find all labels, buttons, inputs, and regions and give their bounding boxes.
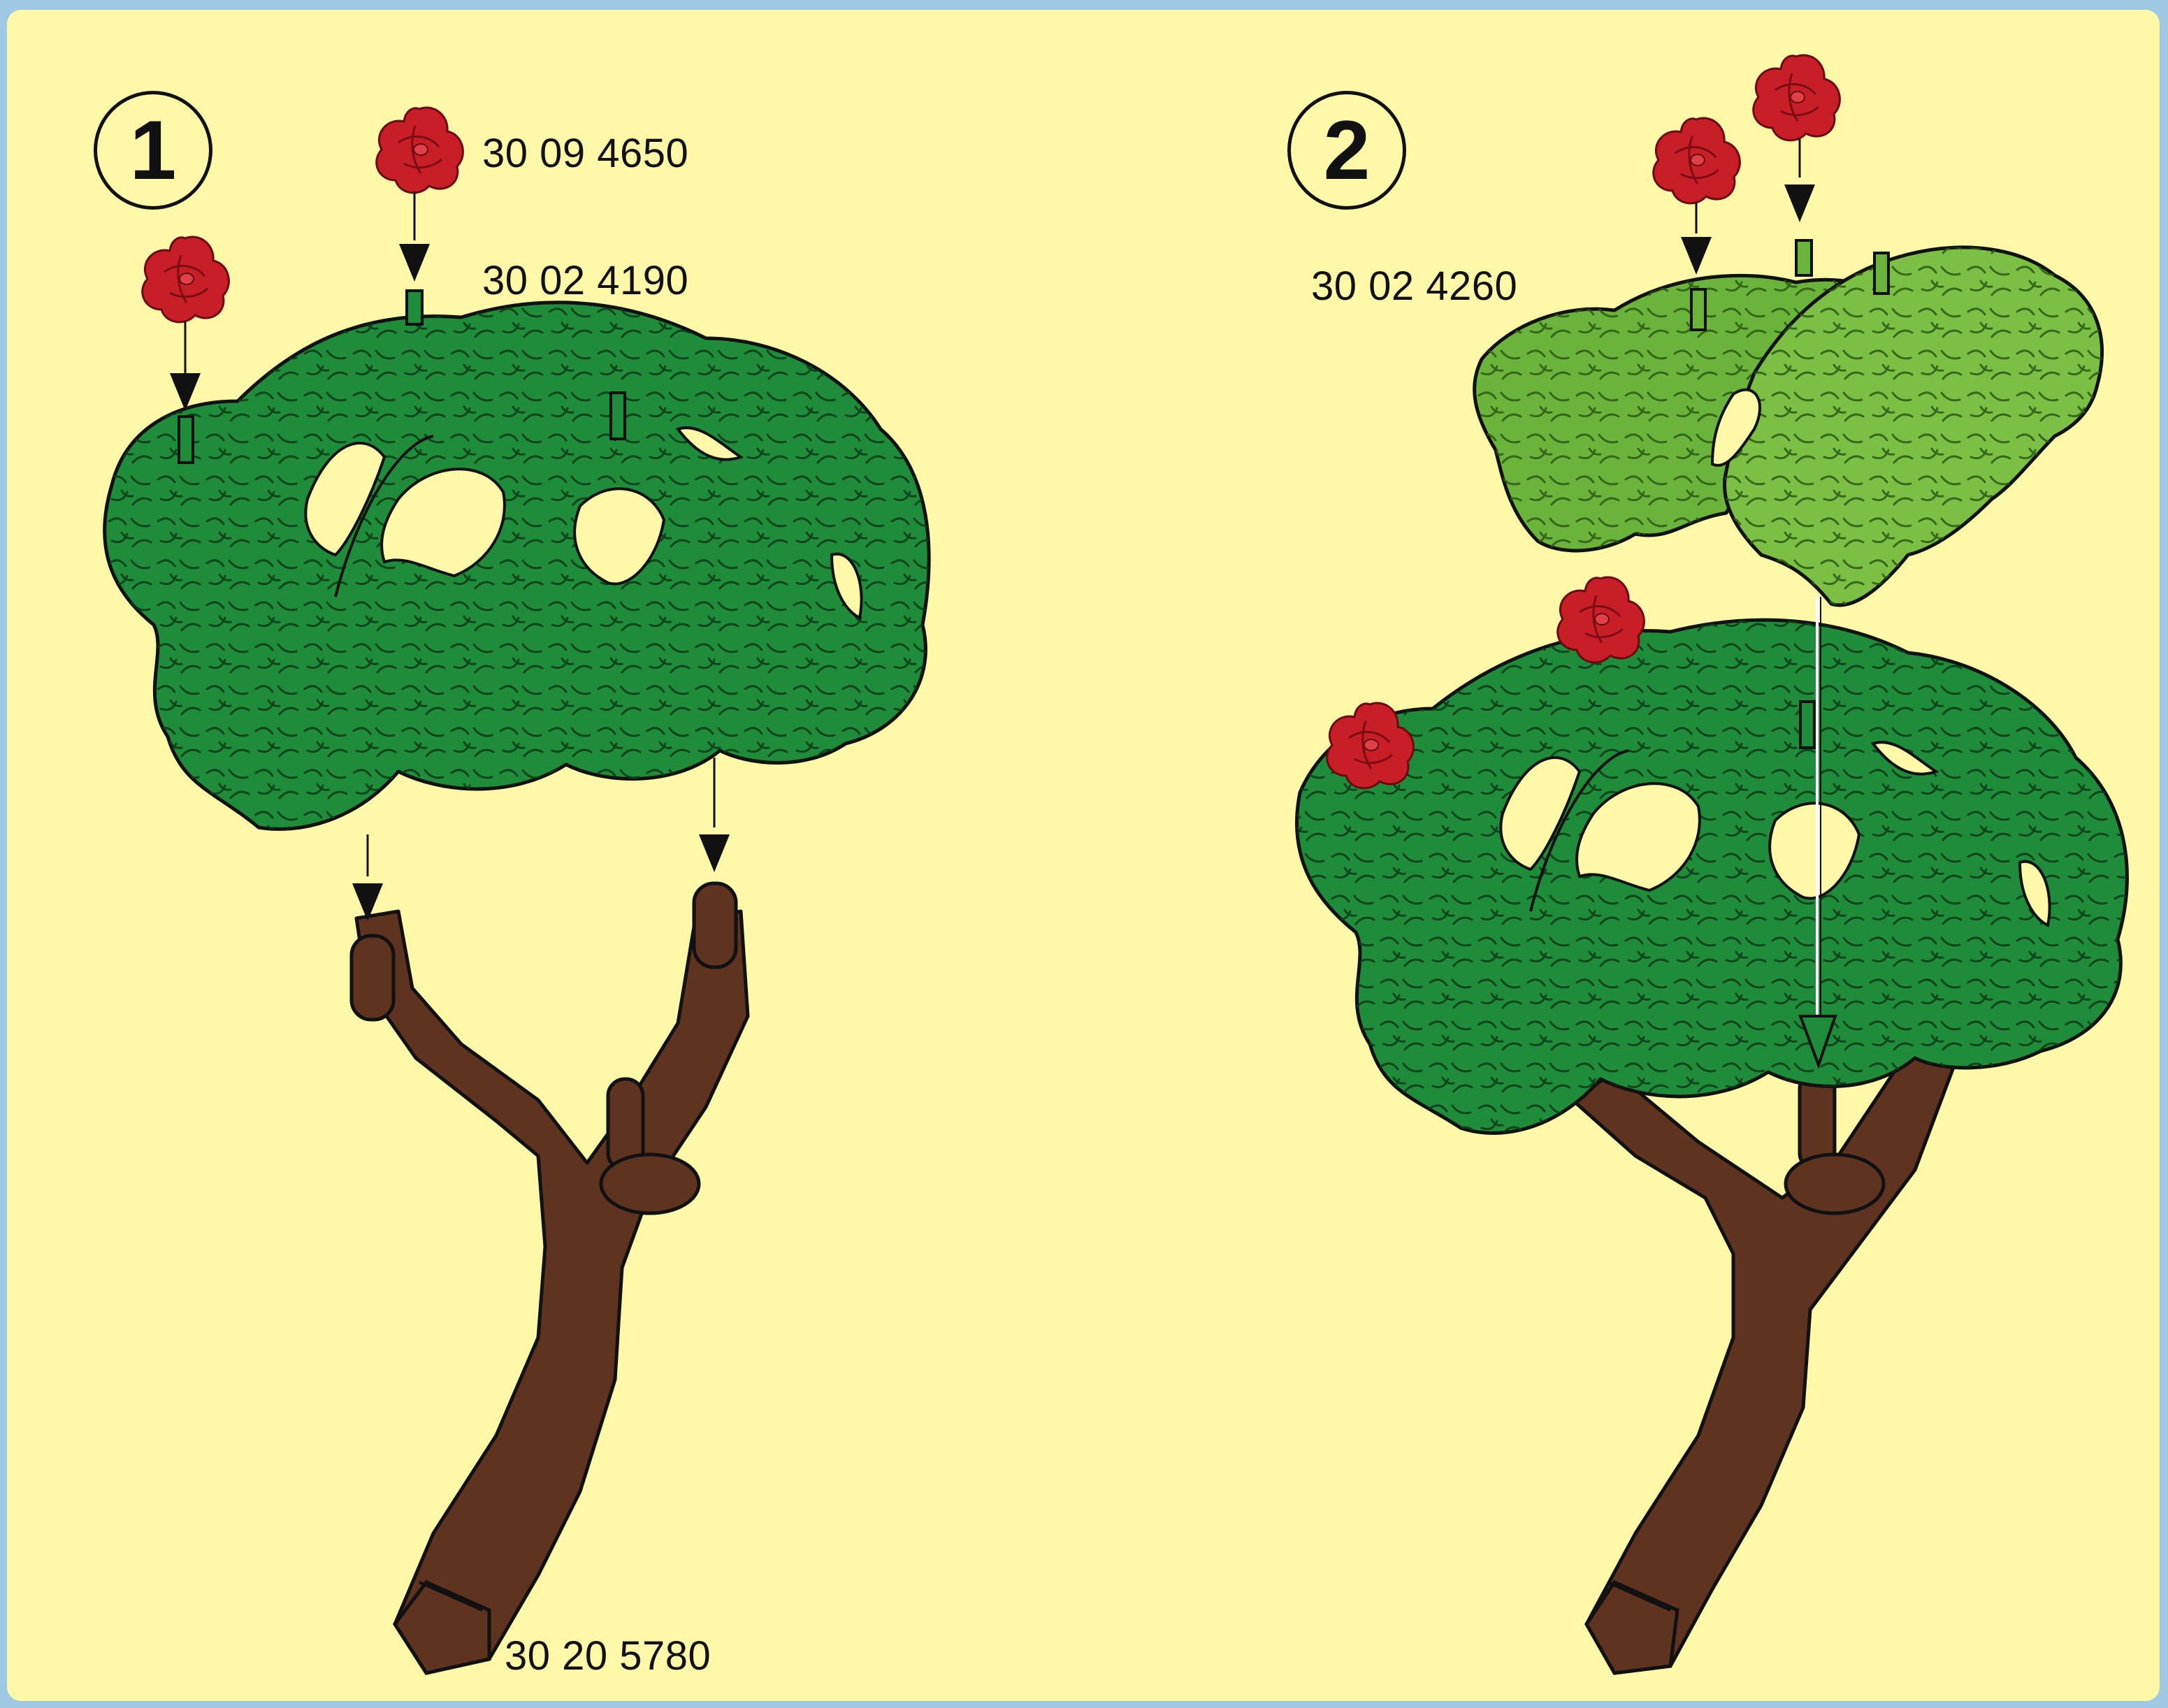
tree-trunk-2 [1573, 1051, 1957, 1673]
tree-canopy-top [1475, 240, 2102, 605]
red-flower-icon [143, 237, 229, 322]
assembly-diagram [7, 10, 2160, 1701]
part-number-flower-peg: 30 02 4190 [482, 257, 688, 304]
instruction-panel: 1 2 30 09 4650 30 02 4190 30 02 4260 30 … [7, 10, 2160, 1701]
down-arrow-icon [699, 758, 730, 872]
tree-canopy-1 [105, 291, 929, 829]
red-flower-icon [1654, 118, 1740, 203]
step-number-1: 1 [94, 91, 212, 210]
down-arrow-icon [1681, 202, 1712, 275]
down-arrow-icon [352, 834, 383, 921]
down-arrow-icon [399, 191, 430, 282]
step-number-2: 2 [1287, 91, 1406, 210]
tree-canopy-2 [1296, 620, 2127, 1133]
red-flower-icon [1558, 577, 1645, 663]
down-arrow-icon [1784, 139, 1815, 222]
part-number-canopy-top: 30 02 4260 [1311, 263, 1517, 310]
red-flower-icon [377, 108, 463, 193]
tree-trunk-1 [352, 883, 748, 1673]
down-arrow-icon [170, 321, 201, 411]
red-flower-icon [1754, 55, 1840, 140]
part-number-trunk: 30 20 5780 [505, 1633, 711, 1679]
part-number-flower: 30 09 4650 [482, 130, 688, 177]
